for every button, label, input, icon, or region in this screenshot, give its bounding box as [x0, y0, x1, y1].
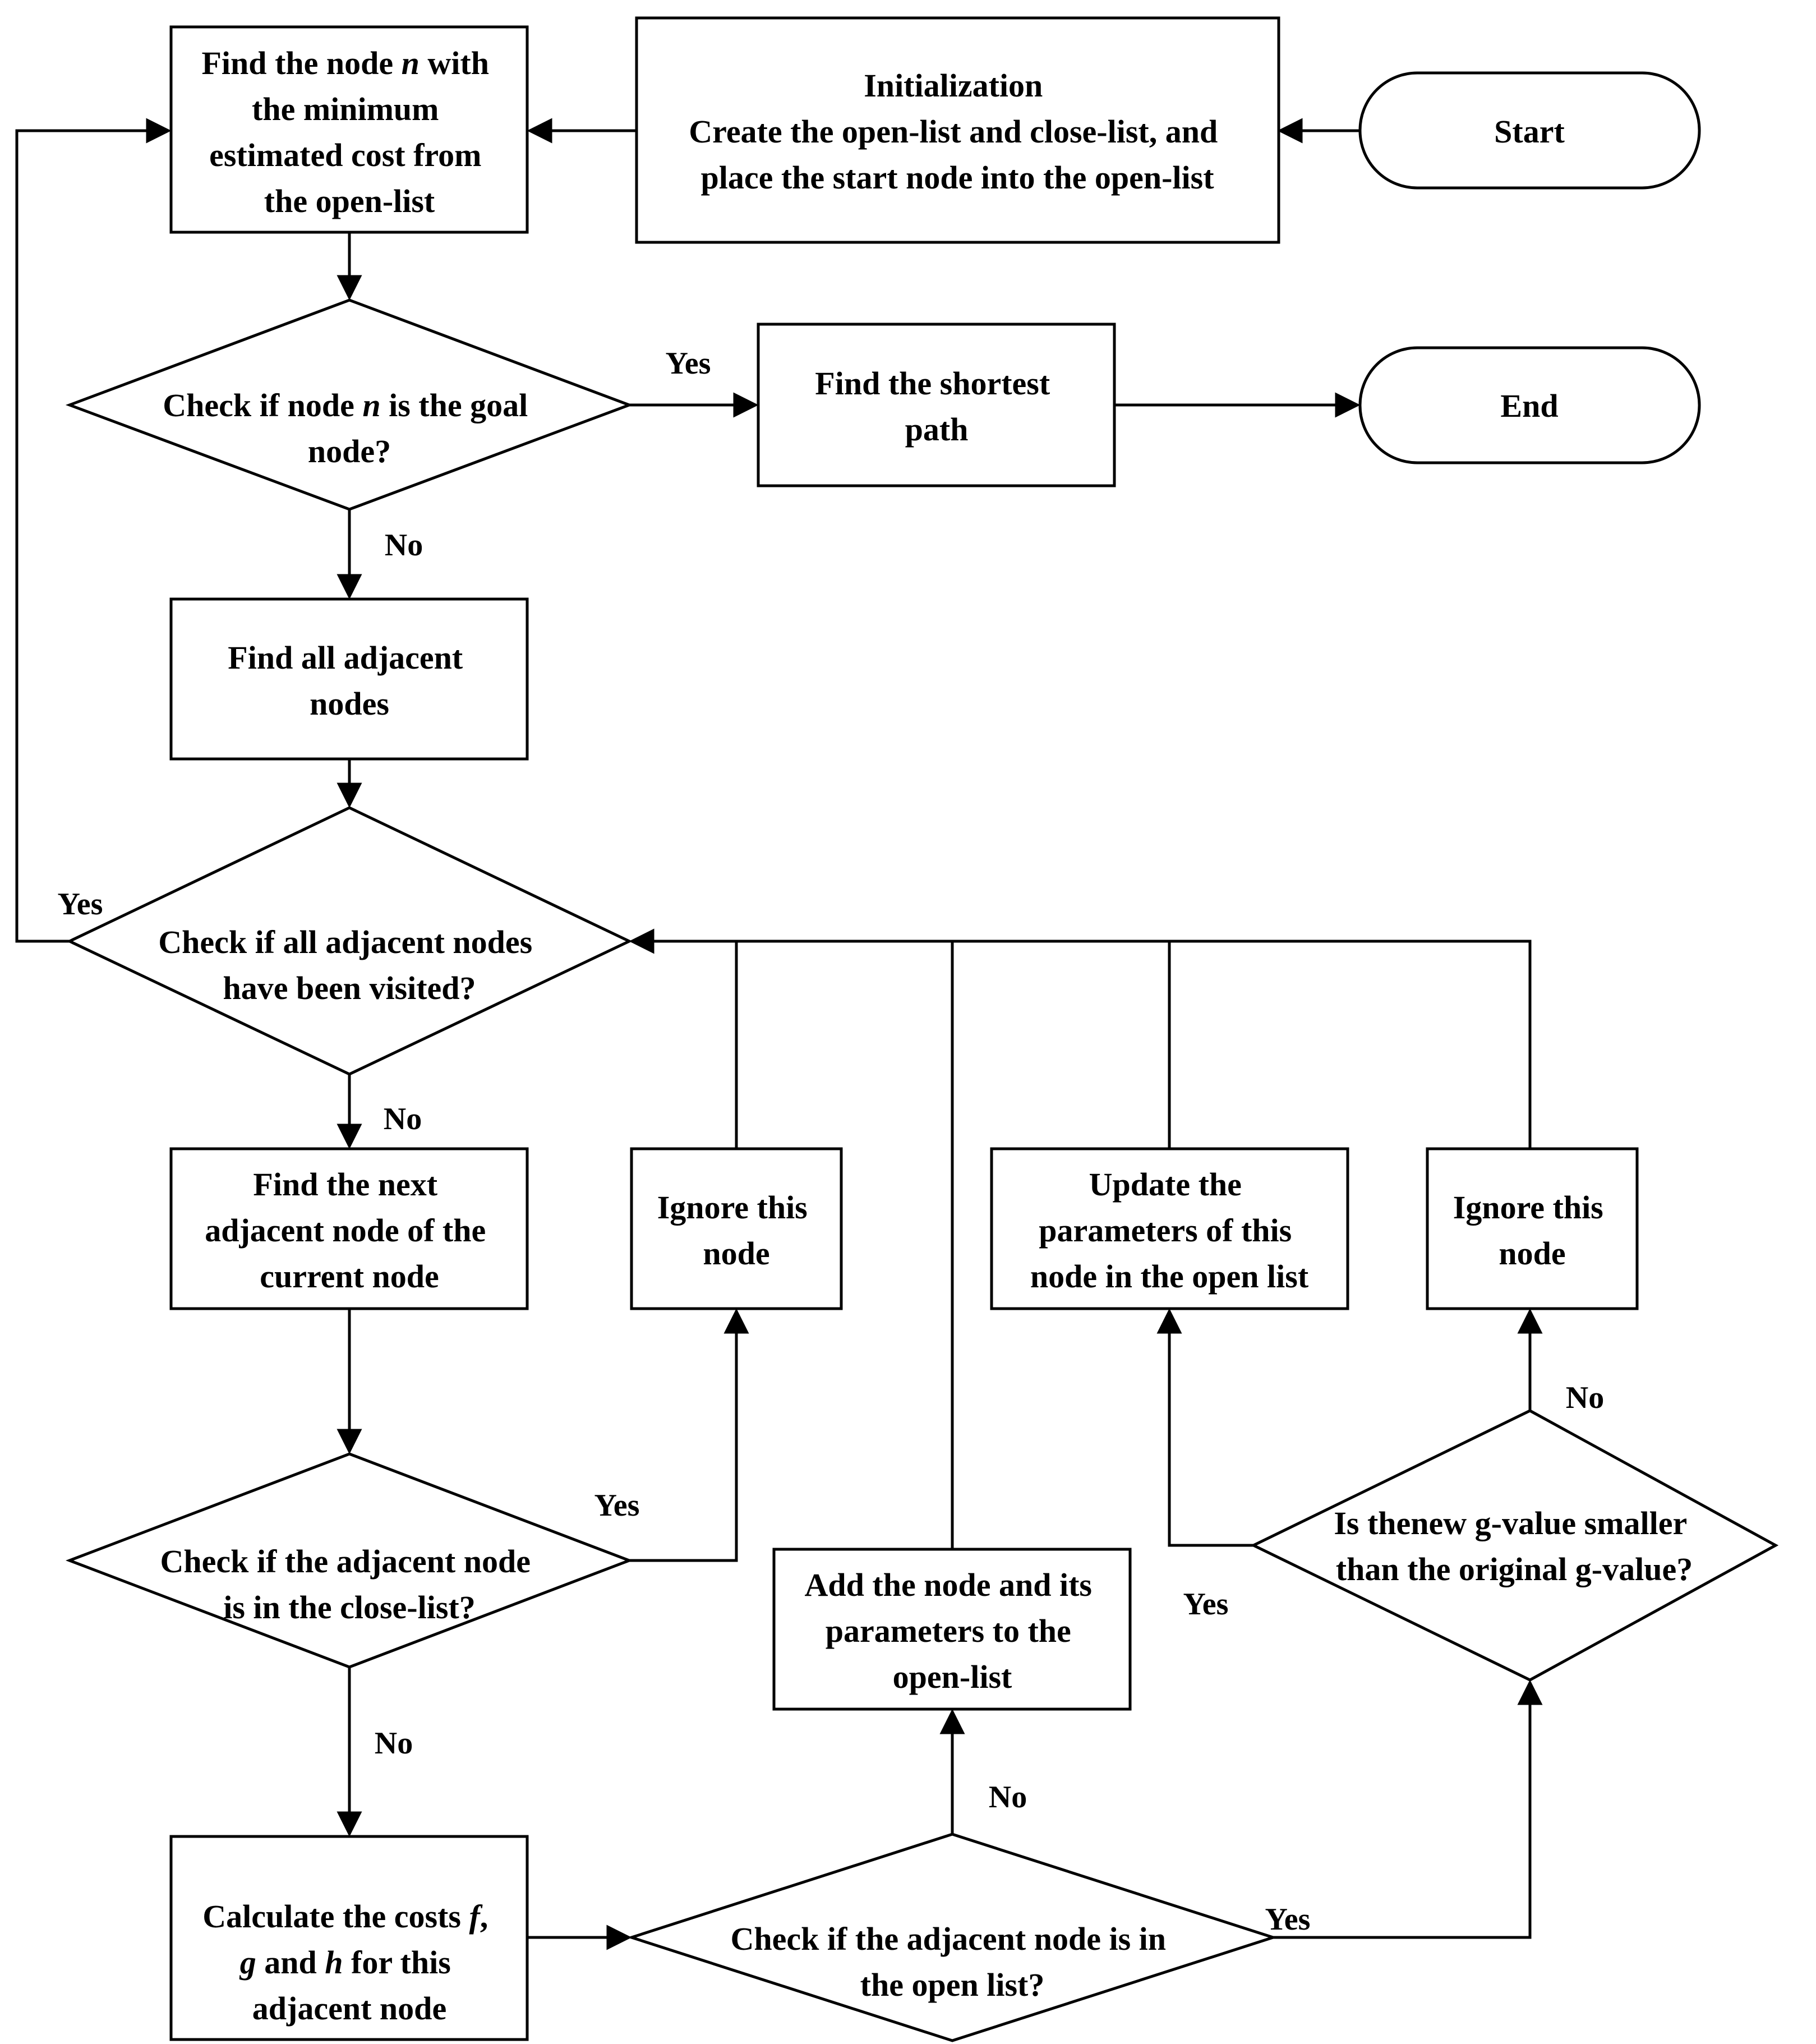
- ignore2-box: [1426, 1147, 1639, 1310]
- check-open-label: Check if the adjacent node is in the ope…: [730, 1921, 1174, 2003]
- ignore2-label: Ignore this node: [1453, 1189, 1612, 1272]
- shortest-path-box: [757, 323, 1116, 487]
- check-g-diamond: [1250, 1409, 1779, 1682]
- close-no-label: No: [375, 1726, 413, 1761]
- arrow-g-yes-to-update: [1156, 1308, 1253, 1547]
- shortest-path-label: Find the shortest path: [815, 365, 1058, 448]
- ignore1-box: [630, 1147, 843, 1310]
- node-texts: Start Initialization Create the open-lis…: [158, 45, 1694, 2027]
- arrow-visited-yes-loop: [15, 118, 172, 943]
- check-close-label: Check if the adjacent node is in the clo…: [160, 1543, 538, 1626]
- close-yes-label: Yes: [594, 1488, 640, 1523]
- return-ignore2: [629, 928, 1532, 1149]
- find-min-label: Find the node n with the minimum estimat…: [202, 45, 497, 219]
- connectors: [15, 118, 1543, 1950]
- open-no-label: No: [989, 1780, 1027, 1815]
- arrow-open-yes-to-g: [1273, 1679, 1543, 1939]
- arrow-close-yes-to-ignore1: [629, 1308, 749, 1562]
- next-adjacent-label: Find the next adjacent node of the curre…: [205, 1166, 494, 1295]
- find-adjacent-label: Find all adjacent nodes: [228, 639, 471, 722]
- ignore1-label: Ignore this node: [657, 1189, 816, 1272]
- g-no-label: No: [1566, 1380, 1604, 1415]
- goal-no-label: No: [385, 528, 423, 563]
- visited-no-label: No: [384, 1102, 422, 1136]
- update-params-label: Update the parameters of this node in th…: [1030, 1166, 1309, 1295]
- init-label: Initialization Create the open-list and …: [689, 67, 1226, 196]
- check-open-diamond: [626, 1833, 1278, 2042]
- check-visited-label: Check if all adjacent nodes have been vi…: [158, 924, 541, 1006]
- edge-labels: Yes No Yes No Yes No No Yes Yes No: [58, 346, 1605, 1937]
- visited-yes-label: Yes: [58, 887, 103, 922]
- end-label: End: [1500, 388, 1558, 424]
- calc-costs-label: Calculate the costs f, g and h for this …: [202, 1898, 496, 2027]
- g-yes-label: Yes: [1183, 1587, 1229, 1622]
- init-box: [635, 16, 1280, 244]
- open-yes-label: Yes: [1265, 1902, 1311, 1937]
- shapes: [65, 16, 1779, 2042]
- check-goal-label: Check if node n is the goal node?: [163, 387, 536, 469]
- goal-yes-label: Yes: [666, 346, 711, 381]
- update-params-box: [990, 1147, 1349, 1310]
- start-label: Start: [1494, 113, 1565, 150]
- add-open-box: [772, 1548, 1132, 1711]
- find-adjacent-box: [169, 597, 529, 761]
- add-open-label: Add the node and its parameters to the o…: [805, 1567, 1100, 1695]
- check-g-label: Is thenew g-value smaller than the origi…: [1334, 1505, 1694, 1587]
- find-min-box: [169, 25, 529, 234]
